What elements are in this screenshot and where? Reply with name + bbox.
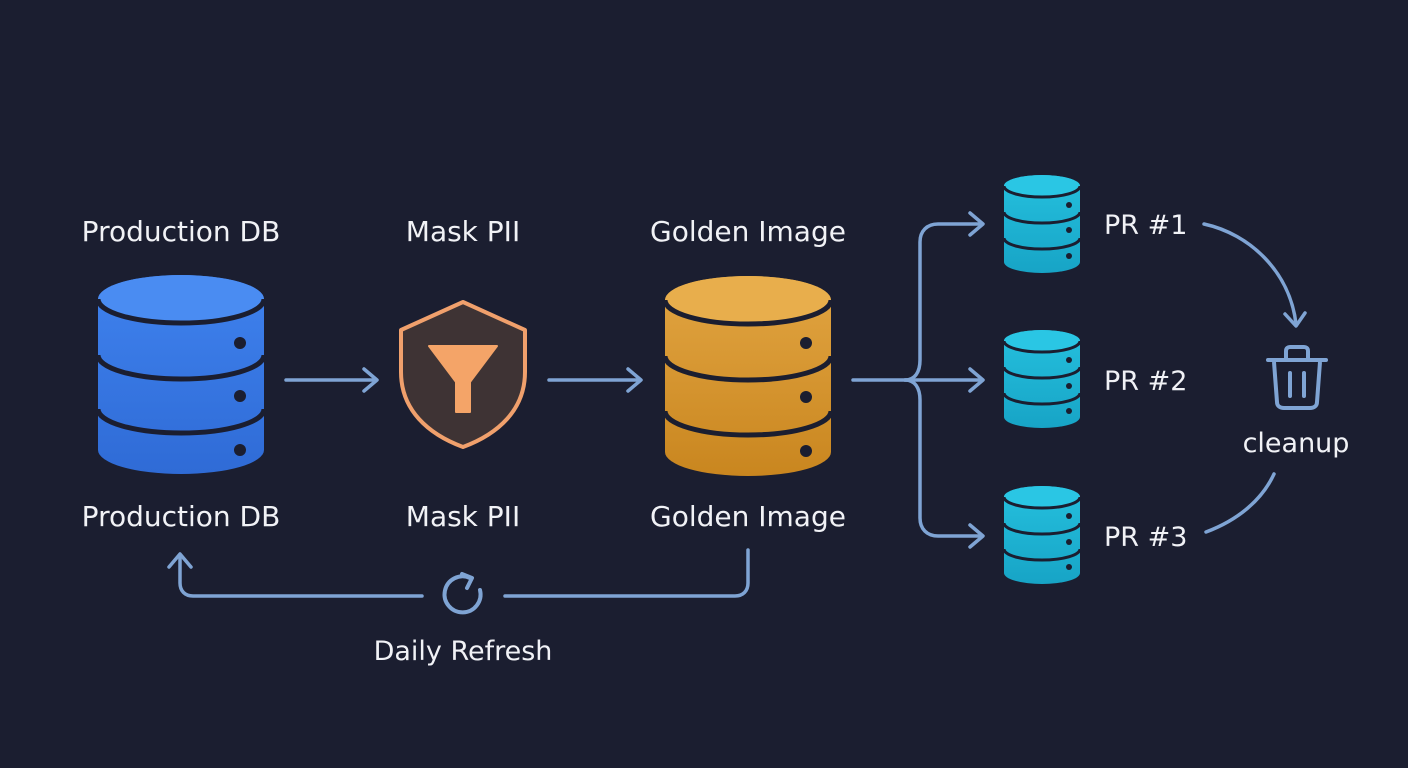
trash-icon bbox=[1266, 345, 1328, 410]
shield-filter-icon bbox=[399, 300, 527, 449]
daily-refresh-loop-arrow bbox=[167, 548, 750, 598]
arrow-golden-to-pr-branches bbox=[851, 211, 985, 549]
arrow-mask-to-golden bbox=[547, 367, 643, 393]
production-db-top-label: Production DB bbox=[82, 215, 281, 248]
pr-2-database-icon bbox=[1002, 330, 1082, 428]
arrow-pr1-to-cleanup bbox=[1202, 222, 1307, 328]
arrow-pr3-to-cleanup bbox=[1204, 472, 1276, 534]
production-db-bottom-label: Production DB bbox=[82, 500, 281, 533]
mask-pii-top-label: Mask PII bbox=[406, 215, 520, 248]
refresh-icon bbox=[442, 572, 483, 615]
daily-refresh-label: Daily Refresh bbox=[374, 636, 553, 667]
pr-2-label: PR #2 bbox=[1104, 366, 1187, 397]
pr-3-database-icon bbox=[1002, 486, 1082, 584]
golden-image-bottom-label: Golden Image bbox=[650, 500, 846, 533]
pr-3-label: PR #3 bbox=[1104, 522, 1187, 553]
golden-image-database-icon bbox=[662, 276, 834, 476]
mask-pii-bottom-label: Mask PII bbox=[406, 500, 520, 533]
production-database-icon bbox=[95, 275, 267, 474]
pr-1-database-icon bbox=[1002, 175, 1082, 273]
cleanup-label: cleanup bbox=[1243, 428, 1350, 459]
filter-funnel-icon bbox=[428, 345, 498, 413]
arrow-production-to-mask bbox=[284, 367, 379, 393]
golden-image-top-label: Golden Image bbox=[650, 215, 846, 248]
pr-1-label: PR #1 bbox=[1104, 210, 1187, 241]
